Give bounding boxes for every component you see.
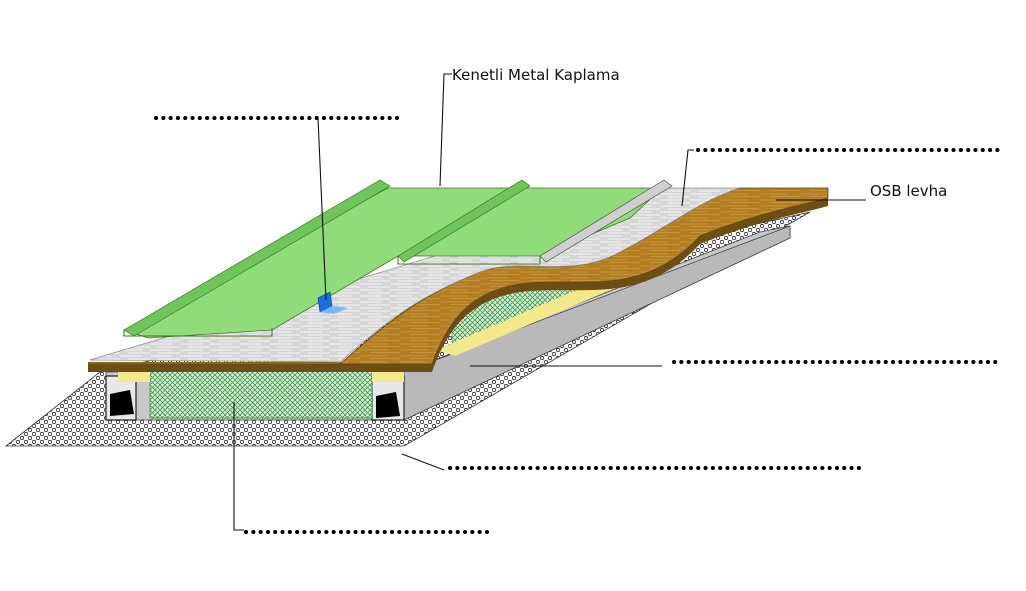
purlin-left xyxy=(105,375,137,421)
mesh-insulation xyxy=(118,369,404,419)
label-metal-cladding: Kenetli Metal Kaplama xyxy=(452,66,620,84)
leader-clip xyxy=(317,117,327,301)
purlin-right xyxy=(371,375,405,421)
leader-mesh xyxy=(233,402,244,531)
leader-lines xyxy=(233,73,866,531)
leader-membrane xyxy=(681,149,694,207)
label-osb-board: OSB levha xyxy=(870,182,947,200)
leader-metal-cladding xyxy=(439,73,452,187)
leader-substrate xyxy=(401,453,445,471)
metal-cladding xyxy=(122,179,673,339)
redacted-labels xyxy=(154,116,1002,534)
osb-board xyxy=(88,187,829,372)
